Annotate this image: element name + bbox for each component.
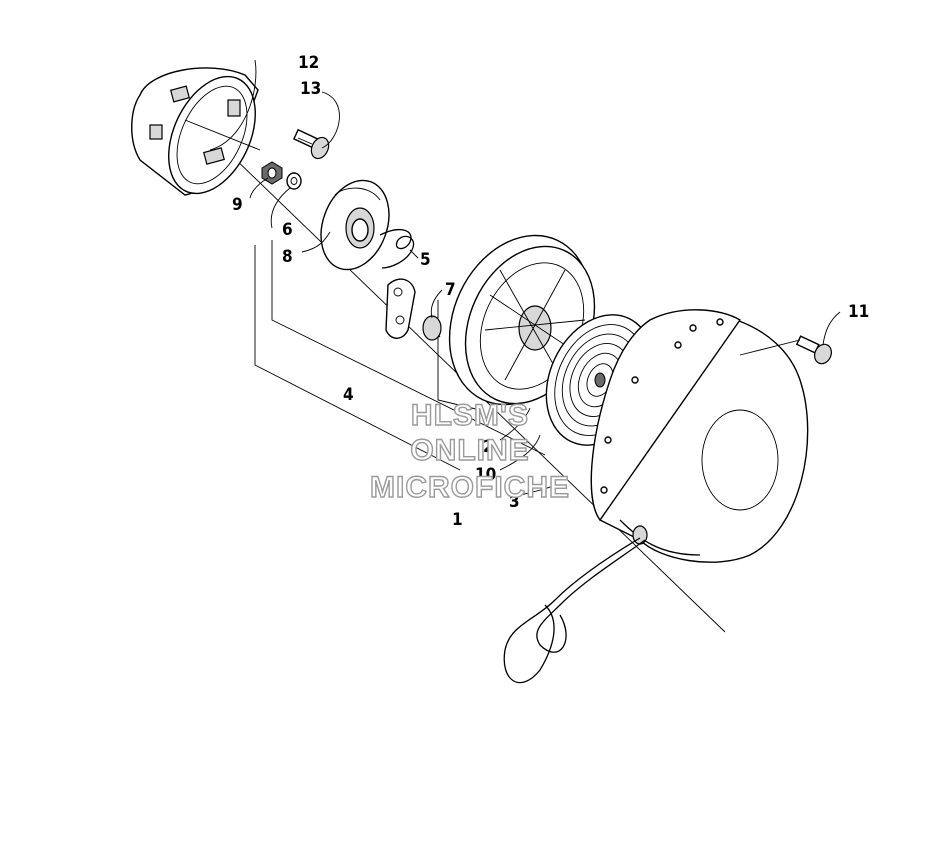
starter-housing-1: [590, 309, 809, 563]
bolt-13: [292, 128, 330, 160]
pawl: [385, 278, 416, 339]
watermark-line-1: HLSM'S: [411, 399, 529, 432]
callout-12: 12: [298, 53, 319, 73]
callout-10: 10: [475, 465, 496, 485]
callout-9: 9: [232, 195, 243, 215]
watermark-line-2: ONLINE: [410, 434, 529, 467]
callout-6: 6: [282, 220, 293, 240]
callout-11: 11: [848, 302, 869, 322]
watermark-line-3: MICROFICHE: [370, 471, 570, 504]
callout-3: 3: [509, 492, 520, 512]
screw-11: [739, 335, 832, 365]
callout-4: 4: [343, 385, 354, 405]
callout-13: 13: [300, 79, 321, 99]
callout-8: 8: [282, 247, 293, 267]
callout-leaders: [209, 59, 841, 499]
nut-9: [261, 161, 283, 185]
callout-labels: 12 13 9 6 8 5 7 11 4 2 10 3 1: [232, 53, 869, 530]
callout-2: 2: [483, 437, 494, 457]
drive-plate-8: [320, 179, 390, 271]
starter-cup: [131, 67, 261, 196]
pawl-spring-7: [422, 315, 442, 341]
pull-rope: [503, 537, 646, 684]
callout-5: 5: [420, 250, 431, 270]
watermark: HLSM'S ONLINE MICROFICHE: [369, 398, 570, 504]
washer-6: [286, 172, 302, 190]
callout-7: 7: [445, 280, 456, 300]
callout-1: 1: [452, 510, 463, 530]
spring-clip-5: [379, 229, 415, 269]
